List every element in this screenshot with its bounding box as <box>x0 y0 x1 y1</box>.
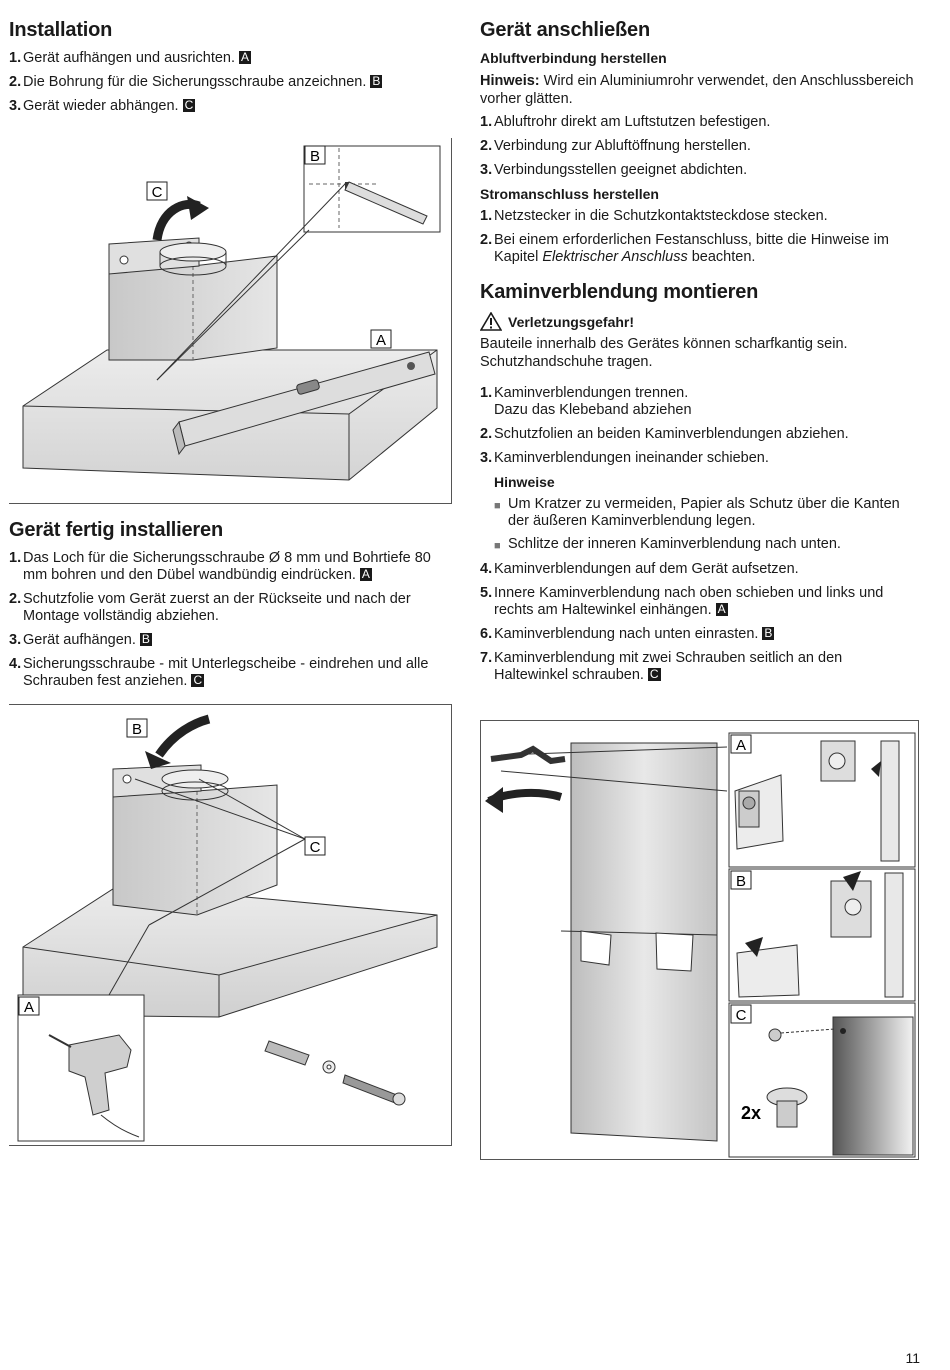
list-item: 3.Verbindungsstellen geeignet abdichten. <box>480 162 748 178</box>
hood-mounting-illustration: B C A <box>17 714 438 1142</box>
list-item: ■Um Kratzer zu vermeiden, Papier als Sch… <box>494 496 900 529</box>
anschliessen-heading: Gerät anschließen <box>480 19 650 41</box>
left-column: Installation 1.Gerät aufhängen und ausri… <box>9 18 452 122</box>
list-item: 1.Kaminverblendungen trennen.Dazu das Kl… <box>480 385 692 418</box>
warning: Verletzungsgefahr! <box>480 312 920 331</box>
list-item: 4.Sicherungsschraube - mit Unterlegschei… <box>9 656 429 689</box>
bullet-icon: ■ <box>494 500 501 512</box>
list-item: 2.Verbindung zur Abluftöffnung herstelle… <box>480 138 751 154</box>
figure-label-b: B <box>310 148 320 165</box>
fertig-figure: B C A <box>9 704 452 1146</box>
figure-label-a: A <box>736 737 746 754</box>
list-item: ■Schlitze der inneren Kaminverblendung n… <box>494 536 920 555</box>
figure-label-b: B <box>736 873 746 890</box>
figure-label-a: A <box>376 332 386 349</box>
warning-triangle-icon <box>480 312 502 331</box>
figure-label-c: C <box>736 1007 747 1024</box>
kamin-steps-a: 1.Kaminverblendungen trennen.Dazu das Kl… <box>480 385 920 467</box>
figure-tag: A <box>359 567 372 581</box>
list-item: 3.Kaminverblendungen ineinander schieben… <box>480 450 769 466</box>
fertig-heading: Gerät fertig installieren <box>9 519 223 541</box>
abluft-steps: 1.Abluftrohr direkt am Luftstutzen befes… <box>480 114 920 179</box>
list-item: 3.Gerät aufhängen.B <box>9 632 152 648</box>
figure-tag: C <box>182 98 196 112</box>
list-item: 2.Die Bohrung für die Sicherungsschraube… <box>9 74 383 90</box>
page-number: 11 <box>905 1350 920 1366</box>
list-item: 1.Netzstecker in die Schutzkontaktsteckd… <box>480 208 828 224</box>
list-item: 2.Schutzfolien an beiden Kaminverblendun… <box>480 426 849 442</box>
list-item: 1.Abluftrohr direkt am Luftstutzen befes… <box>480 114 771 130</box>
strom-subheading: Stromanschluss herstellen <box>480 186 659 202</box>
strom-steps: 1.Netzstecker in die Schutzkontaktsteckd… <box>480 208 920 266</box>
kamin-heading: Kaminverblendung montieren <box>480 281 759 303</box>
fertig-steps: 1.Das Loch für die Sicherungsschraube Ø … <box>9 550 452 690</box>
kamin-figure: A B C 2x <box>480 720 919 1160</box>
list-item: 7.Kaminverblendung mit zwei Schrauben se… <box>480 650 843 683</box>
installation-heading: Installation <box>9 19 113 41</box>
fertig-section: Gerät fertig installieren 1.Das Loch für… <box>9 518 452 697</box>
list-item: 2.Schutzfolie vom Gerät zuerst an der Rü… <box>9 591 411 624</box>
hinweis-paragraph: Hinweis: Wird ein Aluminiumrohr verwende… <box>480 73 914 107</box>
list-item: 1.Gerät aufhängen und ausrichten.A <box>9 50 252 66</box>
figure-label-c: C <box>152 184 163 201</box>
warning-text: Bauteile innerhalb des Gerätes können sc… <box>480 336 848 370</box>
hinweise-list: ■Um Kratzer zu vermeiden, Papier als Sch… <box>494 496 920 555</box>
installation-steps: 1.Gerät aufhängen und ausrichten.A 2.Die… <box>9 50 452 115</box>
figure-tag: C <box>647 667 661 681</box>
figure-tag: A <box>715 602 728 616</box>
screw-count-label: 2x <box>741 1103 761 1123</box>
figure-tag: A <box>239 50 252 64</box>
chimney-cover-illustration: A B C 2x <box>485 732 916 1158</box>
list-item: 3.Gerät wieder abhängen.C <box>9 98 196 114</box>
abluft-subheading: Abluftverbindung herstellen <box>480 50 667 66</box>
figure-tag: B <box>370 74 383 88</box>
installation-figure: C B A <box>9 138 452 504</box>
figure-tag: B <box>762 626 775 640</box>
bullet-icon: ■ <box>494 540 501 552</box>
list-item: 4.Kaminverblendungen auf dem Gerät aufse… <box>480 561 799 577</box>
right-column: Gerät anschließen Abluftverbindung herst… <box>480 18 920 691</box>
figure-tag: B <box>139 632 152 646</box>
warning-title: Verletzungsgefahr! <box>508 313 635 330</box>
figure-label-c: C <box>310 839 321 856</box>
figure-label-b: B <box>132 721 142 738</box>
hinweise-subheading: Hinweise <box>494 474 555 490</box>
kamin-steps-b: 4.Kaminverblendungen auf dem Gerät aufse… <box>480 561 920 684</box>
figure-label-a: A <box>24 999 34 1016</box>
list-item: 2.Bei einem erforderlichen Festanschluss… <box>480 232 889 265</box>
hood-leveling-illustration: C B A <box>22 145 441 481</box>
list-item: 6.Kaminverblendung nach unten einrasten.… <box>480 626 775 642</box>
list-item: 5.Innere Kaminverblendung nach oben schi… <box>480 585 884 618</box>
list-item: 1.Das Loch für die Sicherungsschraube Ø … <box>9 550 431 583</box>
figure-tag: C <box>191 673 205 687</box>
